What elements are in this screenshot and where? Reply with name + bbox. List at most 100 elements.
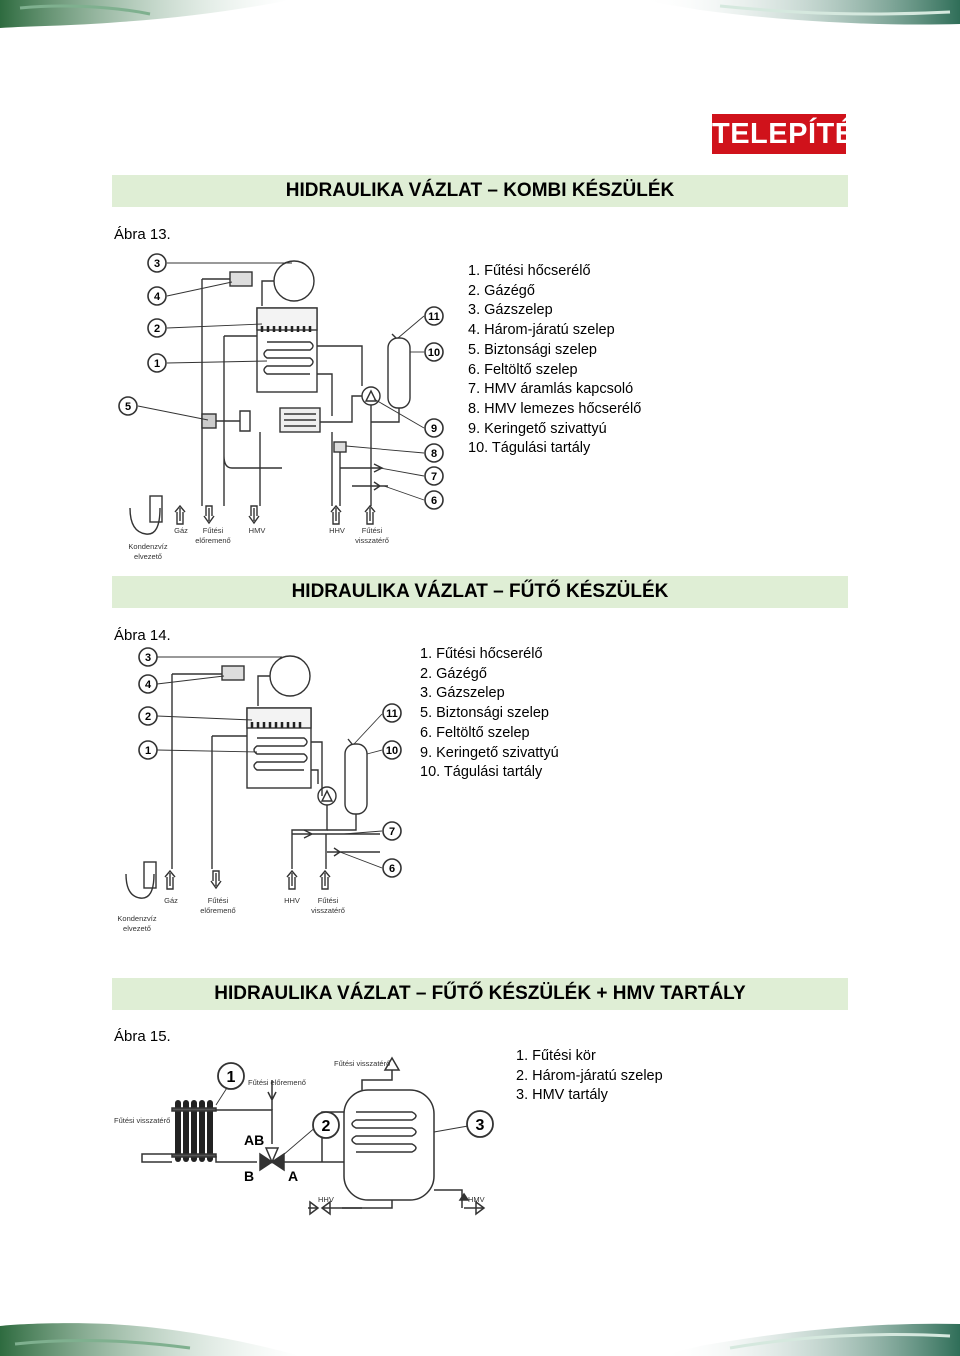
- label-hhv: HHV: [318, 1195, 334, 1204]
- callout-2-label: 2: [154, 323, 160, 335]
- callout-3: 3: [138, 647, 158, 667]
- legend-item: 9. Keringető szivattyú: [468, 420, 607, 437]
- callout-7-label: 7: [389, 826, 395, 838]
- callout-3-label: 3: [476, 1117, 485, 1134]
- callout-5-label: 5: [125, 401, 131, 413]
- port-heating-return: Fűtési visszatérő: [355, 526, 389, 545]
- callout-6: 6: [382, 858, 402, 878]
- valve-port-a: A: [288, 1168, 298, 1184]
- top-decorative-banner: [0, 0, 960, 34]
- legend-item: 1. Fűtési hőcserélő: [468, 263, 591, 279]
- callout-7-label: 7: [431, 471, 437, 483]
- legend-item: 2. Gázégő: [420, 665, 487, 682]
- port-gas: Gáz: [164, 896, 178, 905]
- figure-label: Ábra 15.: [114, 1028, 171, 1045]
- section-title: HIDRAULIKA VÁZLAT – FŰTŐ KÉSZÜLÉK: [291, 581, 669, 602]
- legend-kombi: 1. Fűtési hőcserélő 2. Gázégő 3. Gázszel…: [468, 262, 641, 459]
- section-title: HIDRAULIKA VÁZLAT – FŰTŐ KÉSZÜLÉK + HMV …: [214, 983, 746, 1004]
- section-badge: TELEPÍTÉS: [712, 114, 874, 154]
- bottom-decorative-banner: [0, 1318, 960, 1356]
- legend-item: 6. Feltöltő szelep: [420, 724, 530, 741]
- legend-item: 3. Gázszelep: [468, 302, 553, 319]
- legend-item: 10. Tágulási tartály: [420, 764, 543, 781]
- port-heating-flow: Fűtési előremenő: [200, 896, 236, 915]
- callout-4: 4: [147, 286, 167, 306]
- port-condensate: Kondenzvíz elvezető: [128, 542, 168, 561]
- callout-9: 9: [424, 418, 444, 438]
- callout-1-label: 1: [154, 358, 160, 370]
- legend-item: 5. Biztonsági szelep: [420, 705, 549, 722]
- callout-10-label: 10: [428, 347, 440, 359]
- kombi-hydraulic-diagram: 3 4 2 1 5 11 10 9 8 7 6: [118, 253, 444, 535]
- callout-1-label: 1: [227, 1069, 236, 1086]
- legend-item: 3. HMV tartály: [516, 1087, 608, 1104]
- callout-4-label: 4: [154, 291, 161, 303]
- callout-2-label: 2: [145, 711, 151, 723]
- section-header-tank: HIDRAULIKA VÁZLAT – FŰTŐ KÉSZÜLÉK + HMV …: [112, 978, 848, 1010]
- label-hmv: HMV: [468, 1195, 485, 1204]
- figure-label: Ábra 13.: [114, 226, 171, 243]
- legend-heater: 1. Fűtési hőcserélő 2. Gázégő 3. Gázszel…: [420, 645, 559, 783]
- callout-9-label: 9: [431, 423, 437, 435]
- callout-10-label: 10: [386, 745, 398, 757]
- valve-port-ab: AB: [244, 1132, 264, 1148]
- legend-item: 2. Gázégő: [468, 282, 535, 299]
- valve-port-b: B: [244, 1168, 254, 1184]
- callout-6-label: 6: [431, 495, 437, 507]
- callout-7: 7: [424, 466, 444, 486]
- port-heating-return: Fűtési visszatérő: [311, 896, 345, 915]
- label-heating-return-top: Fűtési visszatérő: [334, 1059, 390, 1068]
- callout-2-label: 2: [322, 1118, 331, 1135]
- port-hmv: HMV: [248, 526, 266, 535]
- callout-2: 2: [138, 706, 158, 726]
- callout-11: 11: [424, 306, 444, 326]
- callout-6: 6: [424, 490, 444, 510]
- callout-1: 1: [147, 353, 167, 373]
- callout-8: 8: [424, 443, 444, 463]
- callout-3: 3: [147, 253, 167, 273]
- section-header-heater: HIDRAULIKA VÁZLAT – FŰTŐ KÉSZÜLÉK: [112, 576, 848, 608]
- section-header-kombi: HIDRAULIKA VÁZLAT – KOMBI KÉSZÜLÉK: [112, 175, 848, 207]
- callout-8-label: 8: [431, 448, 437, 460]
- legend-item: 9. Keringető szivattyú: [420, 744, 559, 761]
- port-heating-flow: Fűtési előremenő: [195, 526, 231, 545]
- callout-10: 10: [382, 740, 402, 760]
- callout-11-label: 11: [386, 708, 398, 720]
- legend-item: 10. Tágulási tartály: [468, 440, 591, 457]
- legend-item: 2. Három-járatú szelep: [516, 1067, 663, 1084]
- legend-item: 3. Gázszelep: [420, 685, 505, 702]
- callout-1: 1: [217, 1062, 245, 1090]
- port-condensate: Kondenzvíz elvezető: [117, 914, 157, 933]
- heater-hydraulic-diagram: 3 4 2 1 11 10 7 6: [125, 647, 402, 899]
- tank-hydraulic-diagram: 1 2 3 AB B A Fűtési előremenő Fűtési vis…: [114, 1056, 494, 1216]
- callout-3-label: 3: [154, 258, 160, 270]
- callout-4-label: 4: [145, 679, 152, 691]
- legend-item: 6. Feltöltő szelep: [468, 361, 578, 378]
- legend-tank: 1. Fűtési kör 2. Három-járatú szelep 3. …: [516, 1047, 663, 1106]
- callout-1-label: 1: [145, 745, 151, 757]
- callout-4: 4: [138, 674, 158, 694]
- callout-1: 1: [138, 740, 158, 760]
- legend-item: 4. Három-járatú szelep: [468, 322, 615, 339]
- legend-item: 8. HMV lemezes hőcserélő: [468, 400, 642, 417]
- callout-2: 2: [312, 1111, 340, 1139]
- callout-3: 3: [466, 1110, 494, 1138]
- callout-10: 10: [424, 342, 444, 362]
- legend-item: 7. HMV áramlás kapcsoló: [468, 381, 634, 398]
- figure-label: Ábra 14.: [114, 627, 171, 644]
- callout-6-label: 6: [389, 863, 395, 875]
- legend-item: 5. Biztonsági szelep: [468, 341, 597, 358]
- label-heating-return-left: Fűtési visszatérő: [114, 1116, 170, 1125]
- callout-5: 5: [118, 396, 138, 416]
- callout-2: 2: [147, 318, 167, 338]
- port-hhv: HHV: [329, 526, 345, 535]
- label-heating-flow: Fűtési előremenő: [248, 1078, 306, 1087]
- port-gas: Gáz: [174, 526, 188, 535]
- callout-11-label: 11: [428, 311, 440, 323]
- legend-item: 1. Fűtési kör: [516, 1048, 596, 1064]
- section-title: HIDRAULIKA VÁZLAT – KOMBI KÉSZÜLÉK: [285, 180, 675, 201]
- legend-item: 1. Fűtési hőcserélő: [420, 646, 543, 662]
- port-hhv: HHV: [284, 896, 300, 905]
- callout-3-label: 3: [145, 652, 151, 664]
- callout-7: 7: [382, 821, 402, 841]
